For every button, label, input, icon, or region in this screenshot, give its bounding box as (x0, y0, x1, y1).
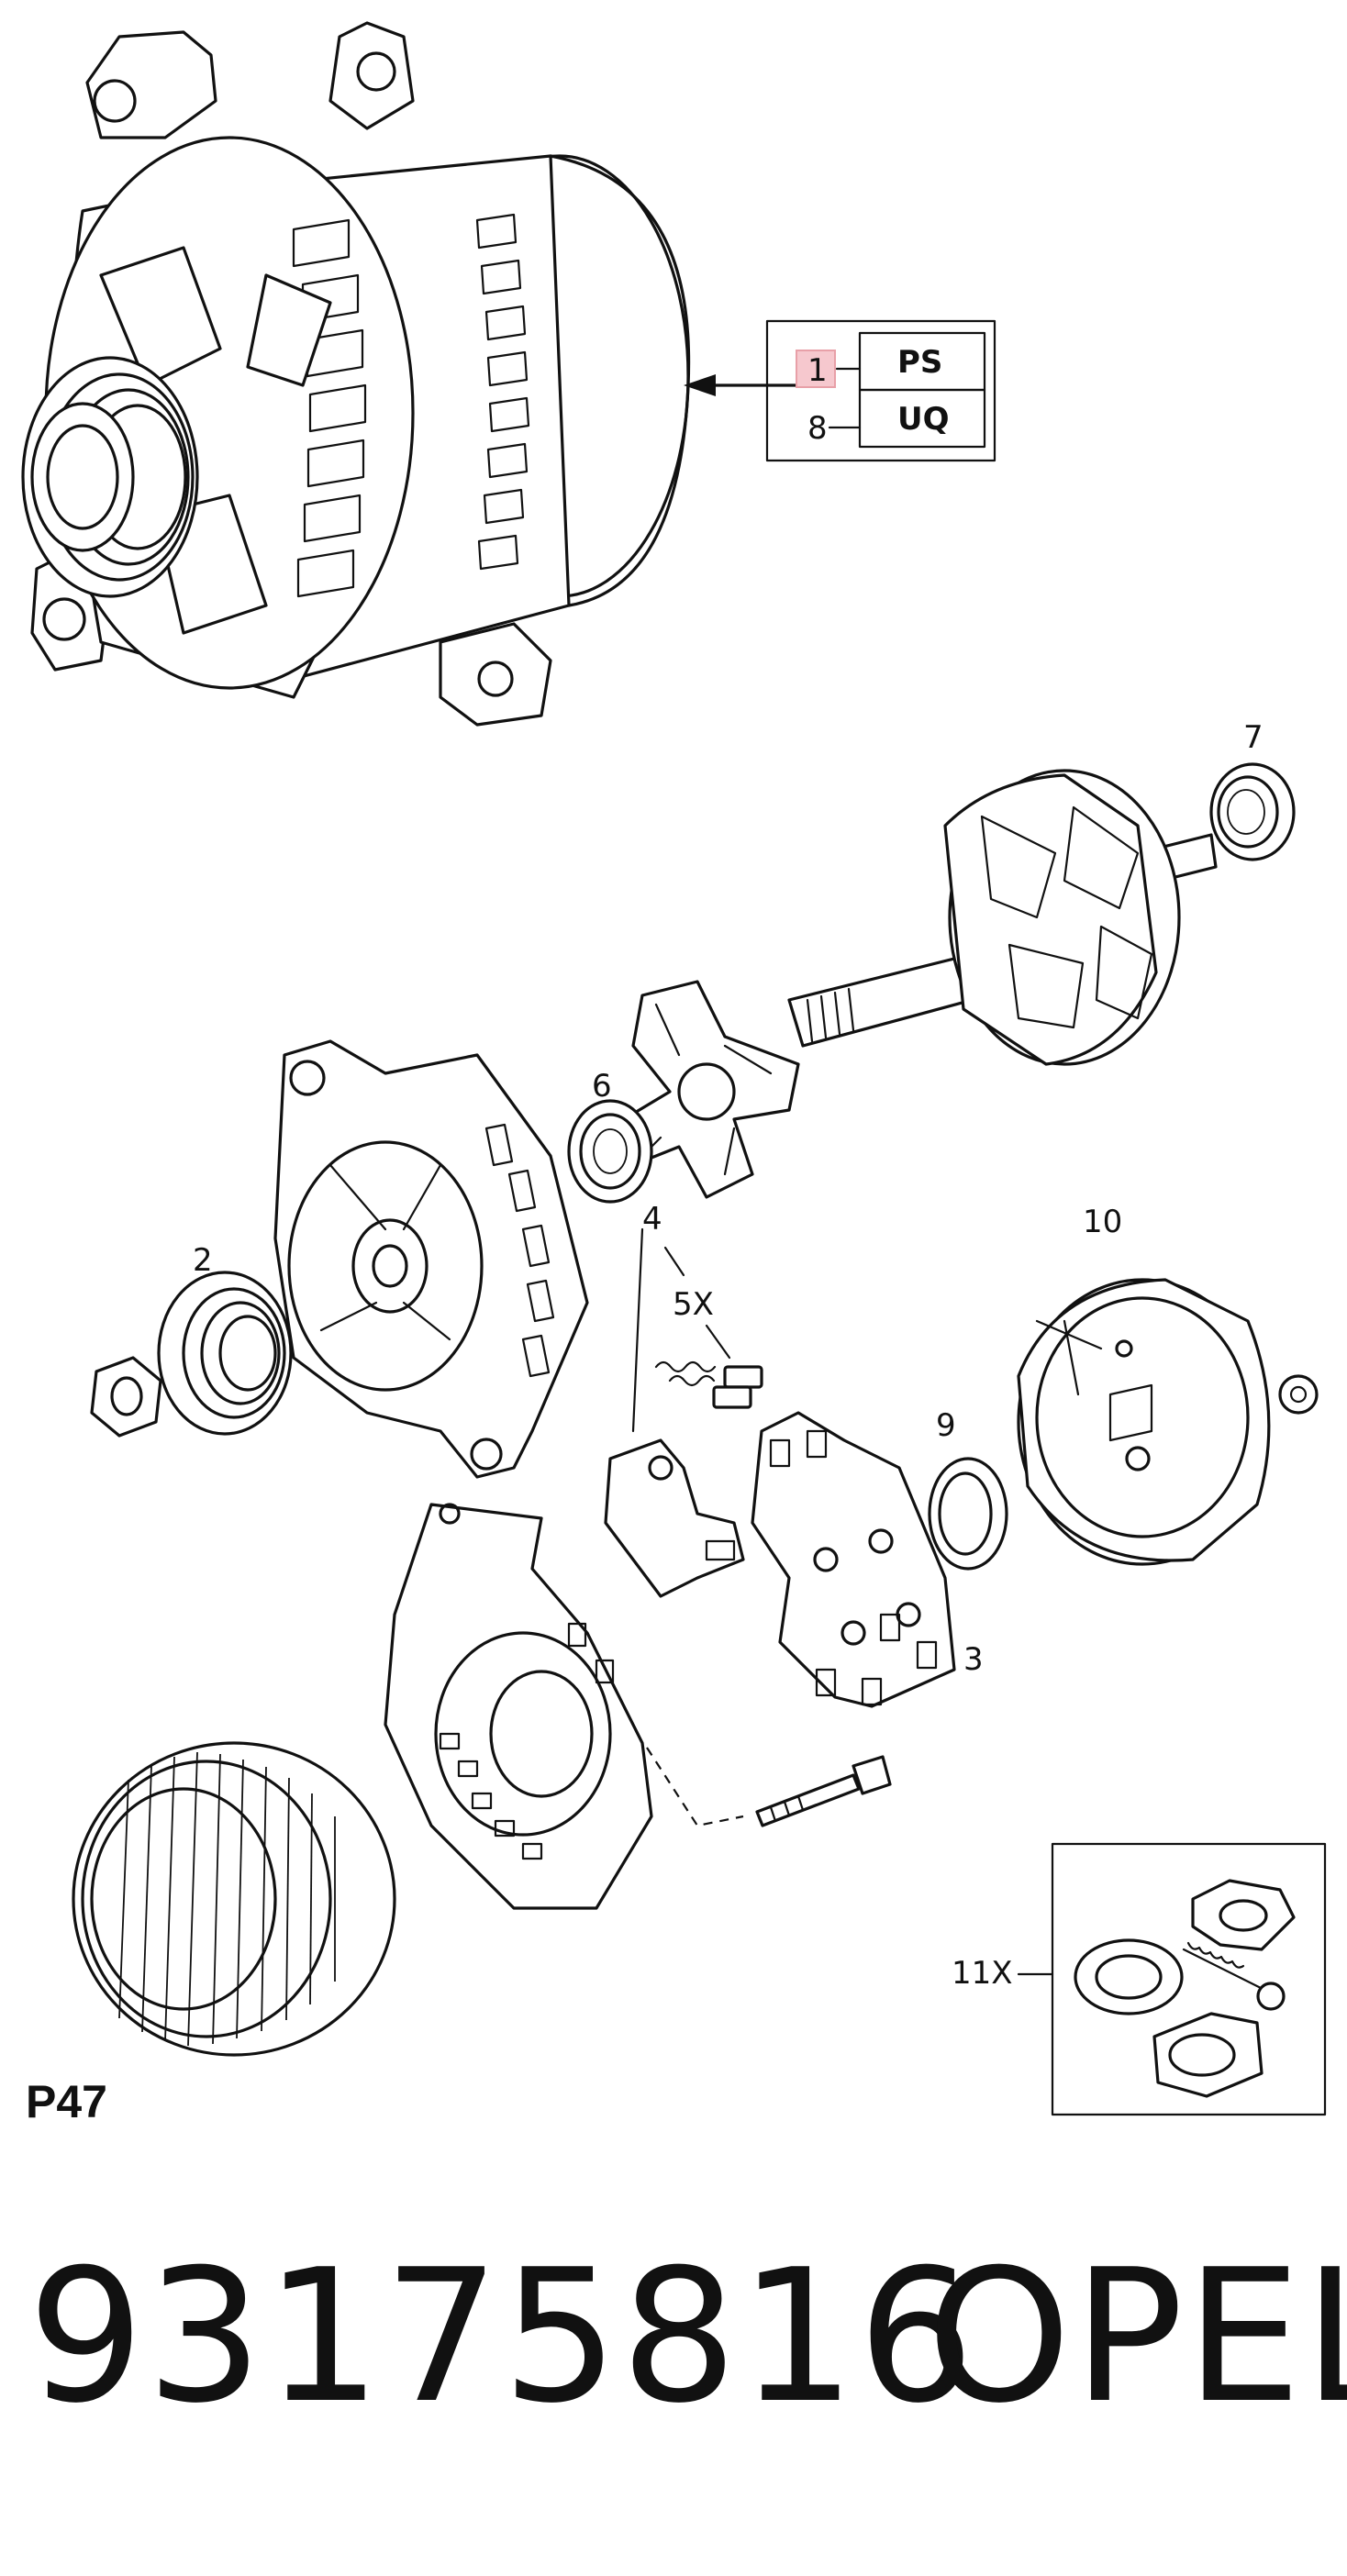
cooling-fan (622, 980, 800, 1199)
part-9-seal (928, 1457, 1008, 1571)
slip-ring-end-housing (384, 1503, 653, 1910)
callout-7: 7 (1243, 719, 1264, 756)
callout-2: 2 (193, 1242, 213, 1279)
highlight-box (796, 350, 836, 388)
variant-table: 1 8 PS UQ (765, 319, 996, 462)
callout-5x: 5X (673, 1286, 714, 1323)
callout-11x: 11X (952, 1955, 1013, 1992)
stator (72, 1741, 396, 2057)
drive-end-housing (273, 1039, 589, 1479)
bolt-path (646, 1747, 744, 1827)
rotor (787, 769, 1218, 1066)
callout-1: 1 (807, 352, 828, 389)
leader-5x (705, 1324, 731, 1360)
part-2-pulley (157, 1271, 293, 1436)
leader-4 (631, 1227, 644, 1433)
callout-8: 8 (807, 410, 828, 447)
plate-label: P47 (26, 2076, 107, 2127)
variant-row-uq: UQ (897, 401, 950, 438)
part-10-rear-cover (1017, 1278, 1271, 1566)
callout-6: 6 (592, 1068, 612, 1105)
leader-4b (663, 1246, 685, 1277)
variant-row-ps: PS (897, 344, 942, 381)
part-7-bearing (1209, 762, 1296, 861)
part-number: 93175816 (28, 2230, 976, 2444)
callout-9: 9 (936, 1407, 956, 1444)
callout-3: 3 (963, 1641, 984, 1678)
cover-screw (1278, 1374, 1319, 1415)
kit-11-box (1051, 1842, 1327, 2116)
callout-10: 10 (1083, 1204, 1122, 1240)
callout-4: 4 (642, 1201, 662, 1238)
part-6-bearing (567, 1099, 653, 1204)
alternator-assembly (21, 21, 691, 727)
brand-name: OPEL (927, 2230, 1347, 2444)
part-5-brushes (654, 1360, 763, 1409)
part-3-rectifier (751, 1411, 956, 1708)
arrow-head-icon (684, 374, 716, 396)
through-bolt (755, 1755, 892, 1827)
pulley-nut (90, 1356, 162, 1438)
part-4-regulator (604, 1438, 745, 1598)
